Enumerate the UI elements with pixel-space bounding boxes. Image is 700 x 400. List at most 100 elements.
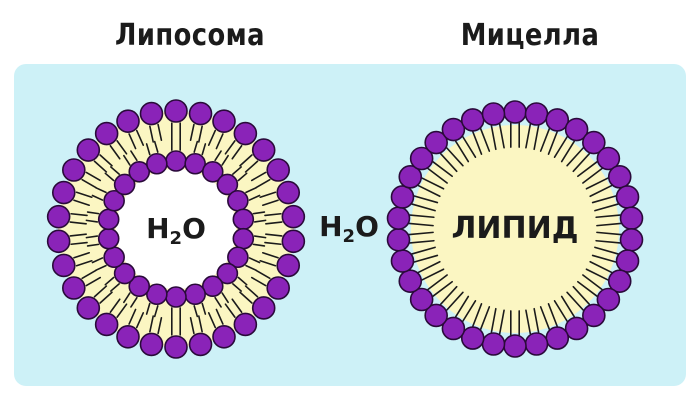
lipid-tail	[409, 239, 435, 244]
liposome-title: Липосома	[114, 18, 266, 53]
lipid-tail	[70, 241, 88, 246]
lipid-head	[139, 332, 164, 357]
lipid-tail	[259, 191, 277, 199]
lipid-tail	[595, 214, 621, 219]
lipid-tail	[73, 199, 91, 207]
lipid-tail	[232, 283, 242, 292]
lipid-tail	[239, 291, 253, 304]
lipid-tail	[207, 312, 217, 329]
lipid-head	[97, 227, 120, 250]
lipid-tail	[70, 212, 88, 217]
lipid-head	[460, 326, 485, 350]
lipid-tail	[417, 184, 441, 198]
lipid-head	[390, 249, 415, 273]
lipid-tail	[157, 317, 163, 335]
micelle-core-label: ЛИПИД	[452, 211, 579, 246]
lipid-head	[216, 173, 239, 196]
lipid-head	[164, 99, 188, 123]
lipid-head	[386, 227, 411, 252]
lipid-tail	[109, 144, 121, 160]
lipid-tail	[432, 161, 453, 178]
lipid-tail	[265, 221, 283, 225]
lipid-tail	[547, 303, 558, 328]
liposome-outer-tails	[69, 122, 283, 336]
lipid-tail	[110, 166, 120, 175]
lipid-tail	[245, 187, 257, 194]
lipid-tail	[594, 203, 619, 212]
lipid-head	[227, 189, 249, 212]
lipid-tail	[525, 309, 532, 335]
lipid-tail	[69, 233, 87, 237]
lipid-head	[62, 276, 86, 300]
lipid-tail	[81, 178, 97, 189]
lipid-head	[165, 150, 187, 172]
lipid-tail	[539, 127, 551, 152]
lipid-tail	[566, 291, 585, 311]
lipid-head	[184, 152, 206, 175]
lipid-tail	[145, 302, 151, 315]
lipid-tail	[553, 135, 568, 158]
lipid-tail	[252, 243, 266, 247]
lipid-tail	[577, 280, 598, 297]
lipid-tail	[439, 152, 458, 173]
lipid-tail	[413, 195, 439, 204]
lipid-tail	[533, 124, 540, 151]
lipid-head	[441, 117, 466, 142]
lipid-head	[266, 158, 290, 182]
lipid-tail	[93, 160, 108, 173]
lipid-tail	[589, 184, 613, 198]
lipid-head	[564, 117, 589, 142]
lipid-tail	[566, 147, 585, 167]
lipid-tail	[421, 268, 445, 281]
micelle-title: Мицелла	[460, 18, 600, 53]
lipid-tail	[104, 172, 115, 182]
lipid-head	[97, 208, 120, 231]
lipid-head	[216, 262, 239, 285]
lipid-tail	[95, 187, 107, 194]
micelle-tails	[408, 122, 622, 336]
lipid-tail	[207, 129, 217, 146]
lipid-tail	[214, 150, 222, 162]
lipid-tail	[157, 123, 163, 141]
lipid-head	[103, 246, 125, 269]
liposome-core-label: H2O	[146, 212, 206, 249]
lipid-tail	[261, 251, 279, 259]
lipid-head	[76, 296, 101, 320]
liposome-inner-heads	[97, 150, 255, 308]
lipid-head	[94, 312, 119, 337]
lipid-tail	[237, 276, 248, 286]
water-label-between: H2O	[319, 210, 379, 247]
liposome-water-core	[116, 169, 236, 289]
lipid-head	[113, 262, 136, 285]
lipid-tail	[145, 143, 151, 156]
lipid-tail	[525, 123, 532, 149]
lipid-tail	[252, 211, 266, 215]
lipid-tail	[250, 171, 267, 182]
lipid-tail	[498, 123, 505, 149]
lipid-head	[276, 253, 301, 278]
lipid-head	[390, 185, 415, 209]
lipid-tail	[585, 177, 609, 190]
lipid-tail	[99, 154, 113, 167]
lipid-tail	[255, 269, 271, 280]
lipid-head	[607, 165, 632, 189]
lipid-tail	[110, 283, 120, 292]
lipid-tail	[73, 251, 91, 259]
lipid-tail	[264, 241, 282, 246]
liposome: H2O	[46, 99, 306, 359]
lipid-head	[51, 253, 76, 278]
lipid-head	[76, 138, 101, 162]
lipid-tail	[244, 160, 259, 173]
lipid-head	[116, 109, 140, 134]
lipid-head	[201, 275, 224, 298]
lipid-head	[233, 312, 258, 337]
lipid-tail	[104, 276, 115, 286]
lipid-head	[524, 332, 549, 356]
lipid-tail	[128, 308, 137, 325]
lipid-tail	[128, 133, 137, 150]
lipid-head	[596, 146, 621, 171]
lipid-head	[503, 100, 527, 124]
lipid-tail	[232, 166, 242, 175]
lipid-head	[615, 185, 640, 209]
